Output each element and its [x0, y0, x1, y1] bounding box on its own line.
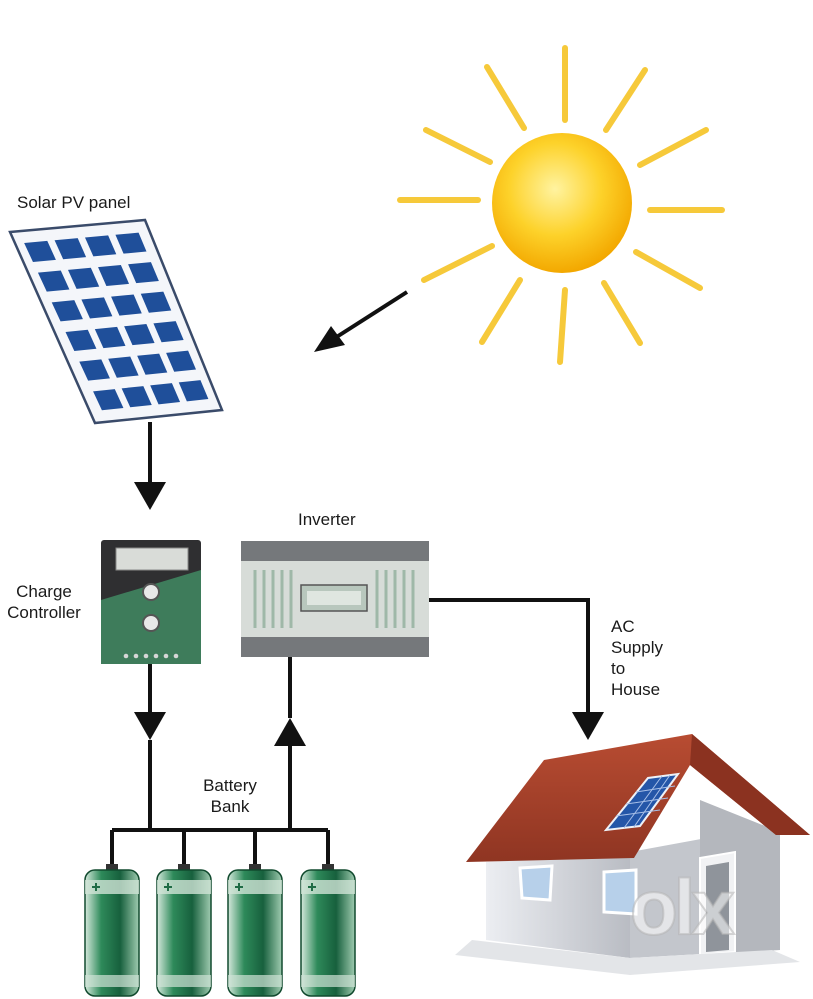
- battery-icon: [227, 864, 283, 997]
- panel-cell: [37, 270, 70, 292]
- ac-supply-label-line4: House: [611, 680, 661, 699]
- sunlight-arrow: [314, 290, 409, 352]
- arrow-up-battery-to-inverter: [274, 718, 306, 746]
- panel-cell: [108, 356, 139, 378]
- arrow-down-inverter-to-house: [572, 712, 604, 740]
- battery-bank-label: Battery Bank: [190, 775, 270, 817]
- arrow-down-panel-to-controller: [134, 482, 166, 510]
- arrow-down-controller-to-battery: [134, 712, 166, 740]
- panel-cell: [140, 291, 172, 313]
- panel-cell: [93, 389, 124, 411]
- panel-cell: [54, 238, 87, 260]
- inverter-label: Inverter: [298, 510, 356, 529]
- panel-cell: [111, 294, 142, 316]
- flow-arrows: [134, 482, 604, 746]
- panel-cell: [150, 383, 181, 405]
- panel-cell: [79, 359, 110, 381]
- panel-cell: [98, 264, 130, 287]
- panel-cell: [153, 321, 184, 343]
- panel-cell: [121, 386, 152, 408]
- panel-cell: [81, 297, 113, 319]
- wiring: [110, 422, 590, 866]
- panel-cell: [65, 329, 97, 351]
- battery-bank-label-line1: Battery: [203, 776, 257, 795]
- panel-cell: [94, 326, 126, 349]
- ac-supply-label-line2: Supply: [611, 638, 663, 657]
- charge-controller-label-line2: Controller: [7, 603, 81, 622]
- battery-icon: [300, 864, 356, 997]
- panel-cell: [67, 267, 100, 289]
- panel-cells: [24, 232, 209, 411]
- panel-cell: [137, 353, 168, 375]
- panel-cell: [178, 380, 209, 402]
- ac-supply-label: AC Supply to House: [611, 616, 663, 700]
- panel-cell: [115, 232, 147, 254]
- panel-cell: [24, 240, 56, 262]
- panel-cell: [128, 262, 159, 284]
- panel-cell: [124, 324, 155, 346]
- battery-icon: [84, 864, 140, 997]
- ac-supply-label-line1: AC: [611, 617, 635, 636]
- inverter-icon: [241, 541, 429, 657]
- solar-panel-label: Solar PV panel: [17, 193, 131, 212]
- panel-cell: [166, 350, 197, 372]
- battery-bank-label-line2: Bank: [210, 797, 250, 816]
- charge-controller-icon: [101, 540, 201, 664]
- panel-cell: [85, 235, 117, 257]
- charge-controller-label-line1: Charge: [16, 582, 72, 601]
- ac-supply-label-line3: to: [611, 659, 626, 678]
- battery-bank-icon: [84, 864, 356, 997]
- olx-watermark-logo: olx: [629, 862, 736, 952]
- panel-cell: [51, 300, 83, 322]
- charge-controller-label: Charge Controller: [0, 581, 88, 623]
- solar-panel-icon: [8, 218, 224, 425]
- house-icon: [455, 734, 810, 975]
- battery-icon: [156, 864, 212, 997]
- sun-icon: [397, 45, 725, 365]
